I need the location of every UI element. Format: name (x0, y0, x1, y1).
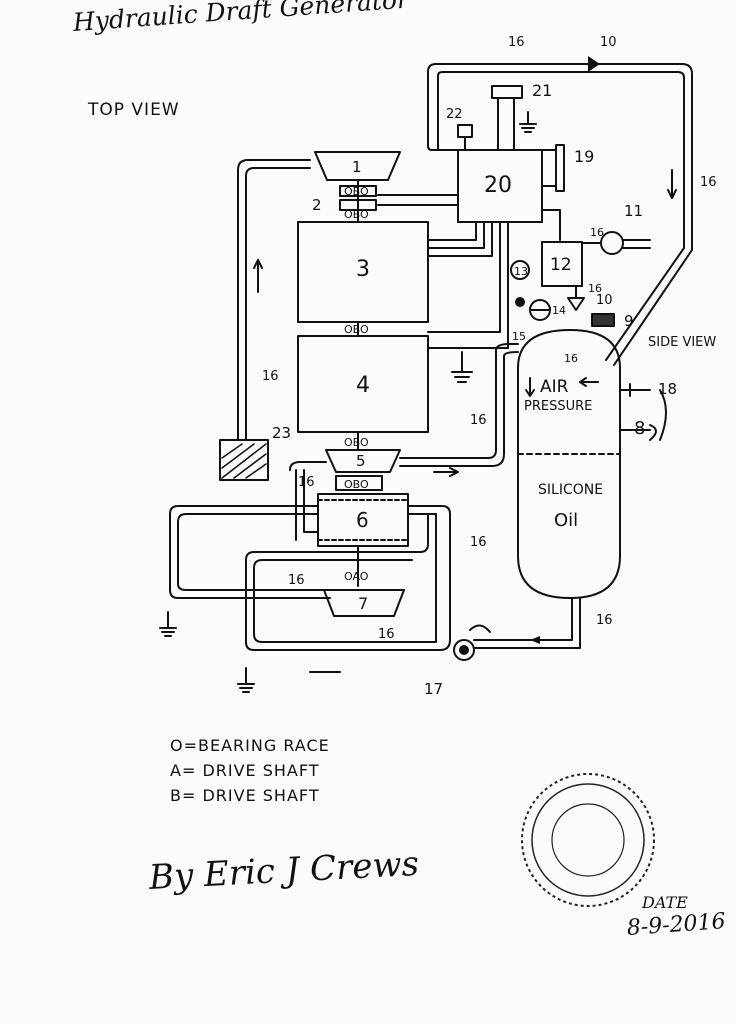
turbine-5 (325, 449, 401, 473)
tank-silicone-label: SILICONE (538, 482, 603, 498)
label-component-16-seven: 16 (288, 573, 305, 588)
block-3 (297, 221, 429, 323)
label-component-1: 1 (352, 158, 362, 176)
label-component-18: 18 (658, 380, 677, 398)
label-component-2: 2 (312, 196, 322, 214)
label-component-10b: 10 (596, 293, 613, 308)
label-component-23: 23 (272, 424, 291, 442)
pipe-16-left (237, 159, 311, 441)
label-component-5: 5 (356, 452, 366, 470)
label-component-8: 8 (634, 418, 645, 439)
label-component-16-right: 16 (700, 175, 717, 190)
component-12 (541, 241, 583, 287)
label-component-7: 7 (358, 594, 368, 613)
date-label: DATE (642, 893, 688, 912)
block-4 (297, 335, 429, 433)
label-component-16-bottom: 16 (378, 627, 395, 642)
component-22 (457, 124, 473, 138)
tank-oil-label: Oil (554, 510, 578, 531)
top-view-label: TOP VIEW (88, 100, 180, 120)
pipe-16-left-inner (245, 167, 311, 441)
component-13 (510, 260, 530, 280)
shaft-mark-6-7: OAO (344, 570, 369, 583)
label-component-16-five: 16 (298, 475, 315, 490)
silicone-oil-tank (517, 329, 621, 599)
pipe-16-top-loop (427, 63, 693, 366)
label-component-19: 19 (574, 147, 594, 166)
shaft-mark-5-6: OBO (344, 478, 369, 491)
label-component-16-mid: 16 (470, 413, 487, 428)
block-6 (317, 493, 409, 547)
component-9 (591, 313, 615, 327)
pipe-16-loop-outer (169, 505, 331, 599)
component-11 (600, 231, 624, 255)
label-component-6: 6 (356, 508, 369, 532)
label-component-11: 11 (624, 202, 643, 220)
label-component-16-six: 16 (470, 535, 487, 550)
label-component-16-twelve: 16 (588, 282, 602, 295)
label-component-14: 14 (552, 304, 566, 317)
tank-air-label: AIR (540, 377, 569, 397)
label-component-16-tank-top: 16 (564, 352, 578, 365)
component-19 (541, 149, 557, 187)
shaft-mark-4-5: OBO (344, 436, 369, 449)
turbine-7 (323, 589, 405, 617)
side-view-label: SIDE VIEW (648, 335, 716, 350)
label-component-20: 20 (484, 173, 512, 198)
pipe-16-top-loop-inner (437, 71, 685, 361)
tank-pressure-label: PRESSURE (524, 399, 592, 414)
pipe-16-bottom-right (487, 597, 573, 641)
label-component-13: 13 (514, 265, 528, 278)
shaft-mark-2b: OBO (344, 208, 369, 221)
legend: O=BEARING RACE A= DRIVE SHAFT B= DRIVE S… (170, 733, 330, 808)
label-component-15: 15 (512, 330, 526, 343)
label-component-12: 12 (550, 255, 572, 275)
label-component-4: 4 (356, 373, 370, 398)
turbine-1 (314, 151, 401, 181)
label-component-21: 21 (532, 81, 552, 100)
label-component-16-tank: 16 (596, 613, 613, 628)
label-component-16-left: 16 (262, 369, 279, 384)
legend-item-drive-shaft-b: B= DRIVE SHAFT (170, 786, 320, 805)
label-component-22: 22 (446, 107, 463, 122)
shaft-mark-3-4: OBO (344, 323, 369, 336)
label-component-9: 9 (624, 312, 634, 330)
label-component-17: 17 (424, 680, 443, 698)
label-component-3: 3 (356, 257, 370, 282)
valve-17 (453, 639, 475, 661)
component-21 (491, 85, 523, 99)
label-component-10: 10 (600, 35, 617, 50)
pipe-16-loop-inner (245, 505, 451, 651)
legend-item-bearing-race: O=BEARING RACE (170, 736, 330, 755)
component-23 (219, 439, 269, 481)
legend-item-drive-shaft-a: A= DRIVE SHAFT (170, 761, 320, 780)
label-component-16-top: 16 (508, 35, 525, 50)
label-component-16-eleven: 16 (590, 226, 604, 239)
corporate-seal (521, 773, 655, 907)
shaft-mark-2a: OBO (344, 185, 369, 198)
